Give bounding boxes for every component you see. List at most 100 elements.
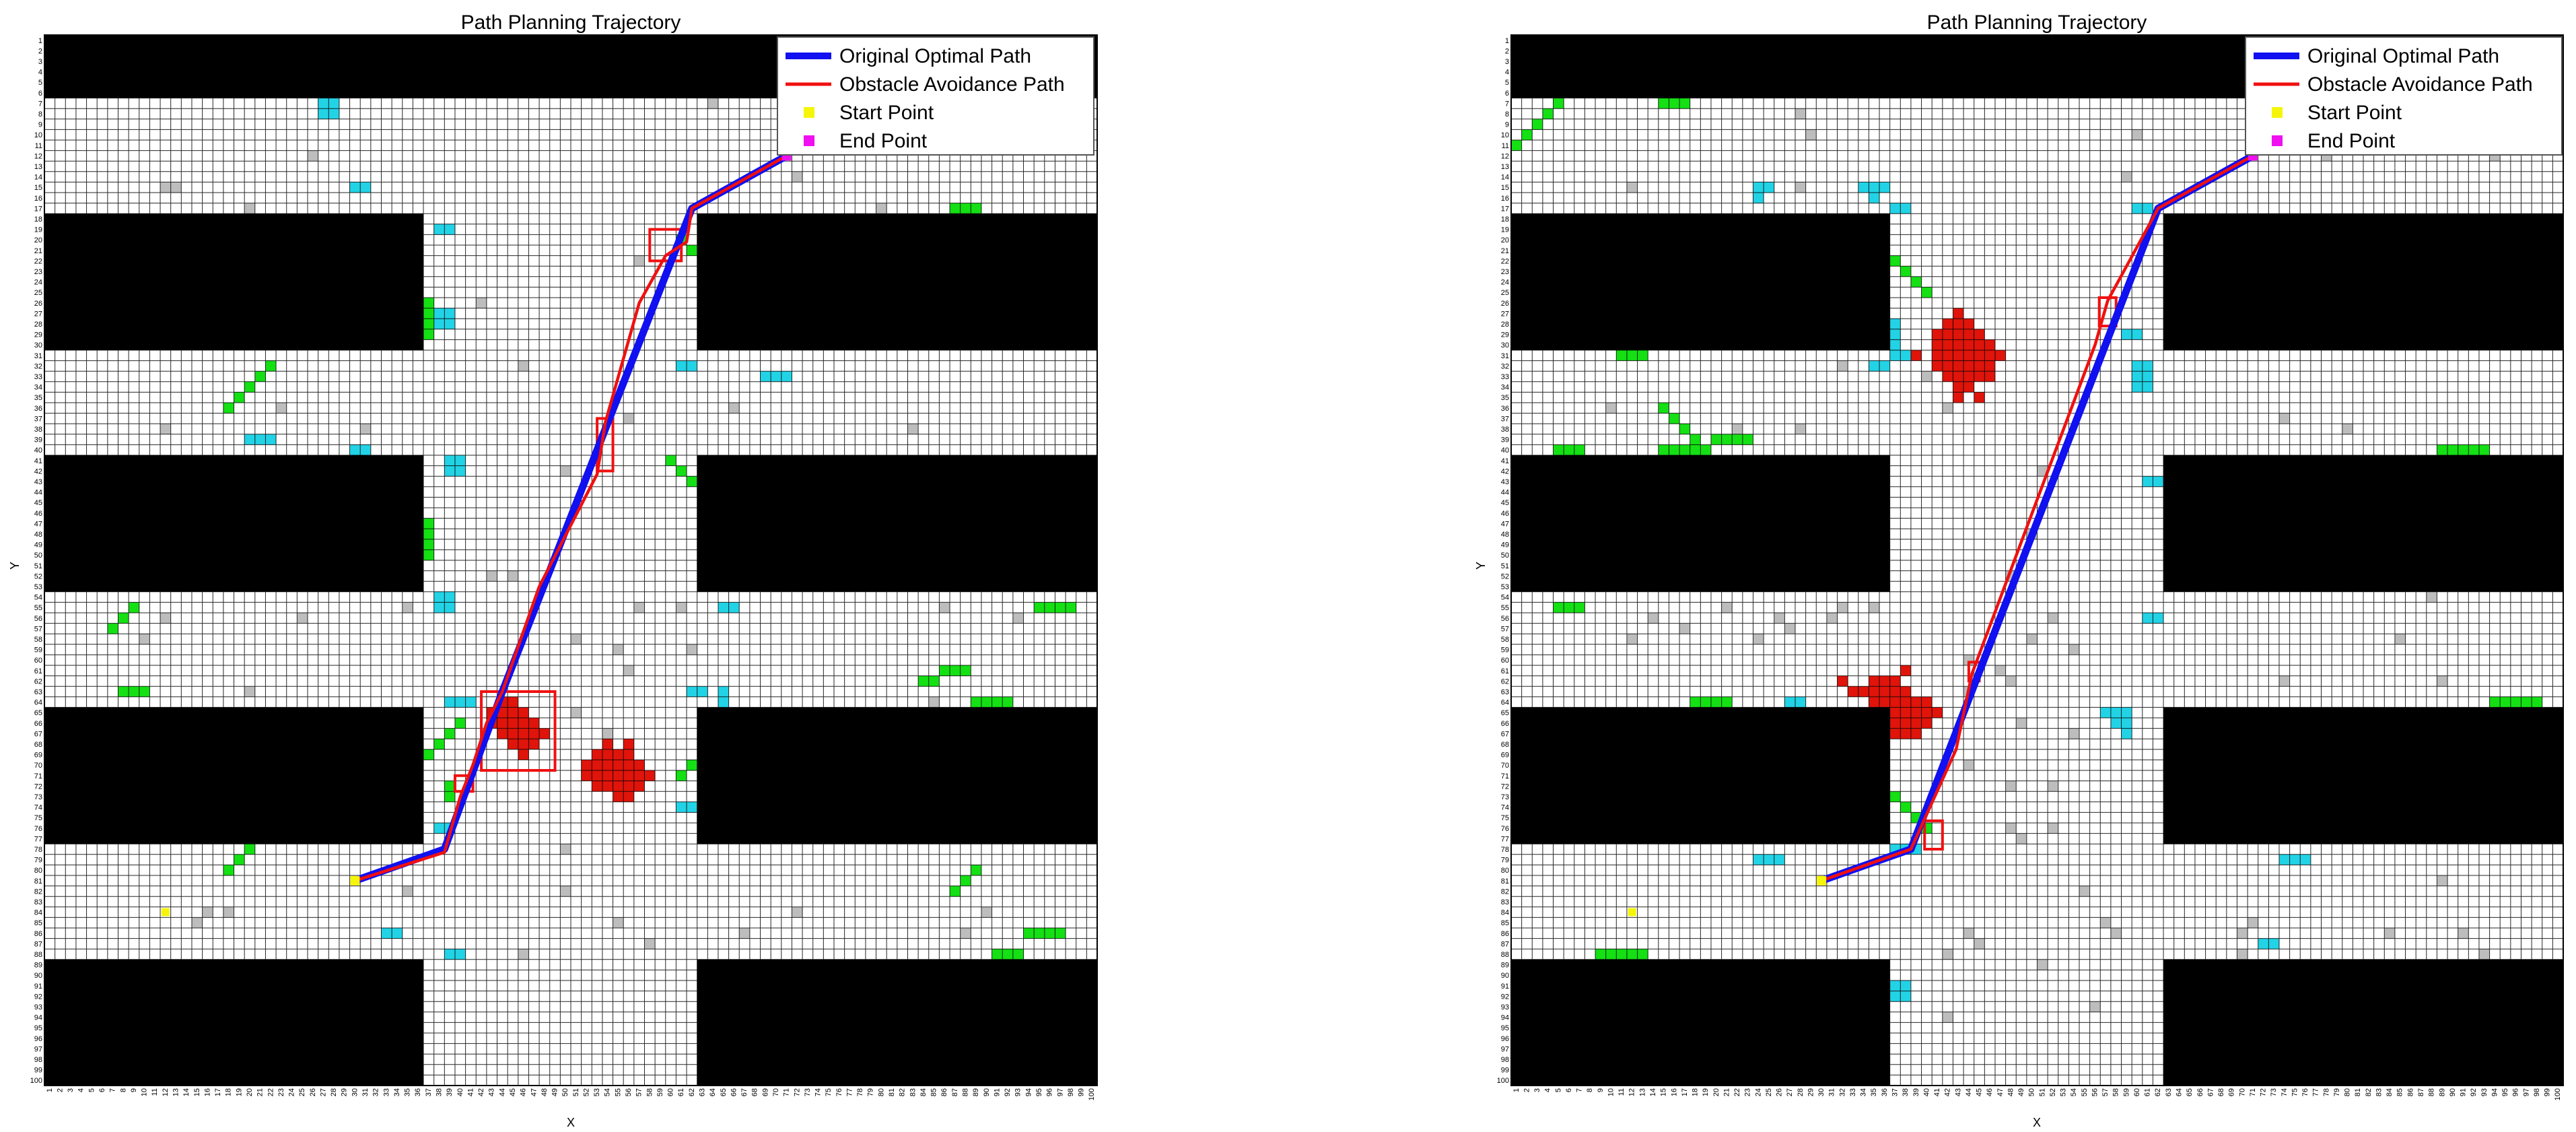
dynamic-obstacle-cell [1900, 696, 1911, 708]
x-tick-label: 37 [425, 1088, 433, 1096]
y-tick-label: 39 [34, 436, 42, 444]
static-obstacle-cell [602, 728, 613, 739]
start-point-marker [350, 875, 360, 886]
static-obstacle-cell [2384, 928, 2395, 939]
cyan-obstacle-cell [349, 444, 361, 455]
green-obstacle-cell [971, 696, 981, 708]
cyan-obstacle-cell [1889, 319, 1901, 329]
x-tick-label: 81 [2354, 1088, 2362, 1096]
y-tick-label: 88 [34, 951, 42, 959]
legend-label: End Point [2307, 130, 2396, 152]
x-tick-label: 92 [2470, 1088, 2478, 1096]
green-obstacle-cell [1700, 696, 1711, 708]
x-tick-label: 10 [1607, 1088, 1615, 1096]
cyan-obstacle-cell [465, 696, 477, 708]
cyan-obstacle-cell [2121, 728, 2132, 739]
static-obstacle-cell [1626, 634, 1638, 644]
y-tick-label: 8 [38, 110, 42, 119]
x-tick-label: 89 [972, 1088, 980, 1096]
y-tick-label: 70 [1501, 762, 1509, 770]
dynamic-obstacle-cell [1900, 718, 1911, 729]
y-tick-label: 48 [34, 531, 42, 539]
y-tick-label: 62 [1501, 677, 1509, 686]
green-obstacle-cell [1023, 928, 1035, 939]
cyan-obstacle-cell [1869, 182, 1880, 193]
x-tick-label: 51 [2038, 1088, 2046, 1096]
static-obstacle-cell [486, 570, 497, 582]
dynamic-obstacle-cell [539, 728, 550, 739]
cyan-obstacle-cell [2300, 854, 2311, 865]
cyan-obstacle-cell [444, 949, 455, 960]
cyan-obstacle-cell [2132, 203, 2143, 214]
static-obstacle-cell [1753, 634, 1764, 644]
legend-label: Original Optimal Path [839, 45, 1031, 67]
green-obstacle-cell [2478, 444, 2490, 455]
static-obstacle-cell [244, 686, 255, 697]
dynamic-obstacle-cell [518, 728, 529, 739]
dynamic-obstacle-cell [1889, 728, 1901, 739]
cyan-obstacle-cell [265, 434, 277, 445]
y-tick-label: 12 [34, 152, 42, 160]
green-obstacle-cell [1710, 696, 1722, 708]
y-tick-label: 56 [1501, 615, 1509, 623]
x-tick-label: 46 [520, 1088, 528, 1096]
y-tick-label: 2 [1505, 47, 1509, 55]
y-tick-label: 36 [1501, 405, 1509, 413]
dynamic-obstacle-cell [644, 770, 656, 781]
x-tick-label: 37 [1891, 1088, 1899, 1096]
static-obstacle-cell [707, 98, 718, 109]
y-tick-label: 25 [1501, 289, 1509, 297]
x-tick-label: 80 [2344, 1088, 2352, 1096]
obstacle-avoidance-path [1821, 154, 2254, 882]
y-tick-label: 76 [34, 825, 42, 833]
dynamic-obstacle-cell [1869, 696, 1880, 708]
x-tick-label: 40 [1922, 1088, 1930, 1096]
x-tick-label: 49 [551, 1088, 559, 1096]
y-tick-label: 19 [34, 226, 42, 234]
green-obstacle-cell [1732, 434, 1743, 445]
x-tick-label: 76 [2301, 1088, 2309, 1096]
dynamic-obstacle-cell [1879, 696, 1890, 708]
y-tick-label: 47 [34, 520, 42, 528]
static-obstacle-cell [202, 906, 213, 918]
dynamic-obstacle-cell [1942, 360, 1953, 372]
y-tick-label: 45 [1501, 499, 1509, 507]
y-tick-label: 57 [1501, 625, 1509, 633]
dynamic-obstacle-cell [581, 770, 592, 781]
y-tick-label: 67 [1501, 730, 1509, 738]
green-obstacle-cell [444, 791, 455, 802]
x-tick-label: 70 [2238, 1088, 2246, 1096]
y-tick-label: 2 [38, 47, 42, 55]
cyan-obstacle-cell [1879, 360, 1890, 372]
green-obstacle-cell [1637, 350, 1648, 361]
plot-border [1510, 34, 2564, 1086]
green-obstacle-cell [1616, 350, 1627, 361]
y-tick-label: 31 [1501, 352, 1509, 360]
dynamic-obstacle-cell [518, 718, 529, 729]
cyan-obstacle-cell [2110, 718, 2122, 729]
cyan-obstacle-cell [1753, 854, 1764, 865]
y-tick-label: 79 [1501, 857, 1509, 865]
static-obstacle-cell [191, 917, 203, 928]
x-tick-label: 68 [751, 1088, 759, 1096]
x-tick-label: 71 [783, 1088, 791, 1096]
y-tick-label: 64 [34, 699, 42, 707]
legend-swatch-start-point [2272, 107, 2283, 118]
y-tick-label: 82 [1501, 888, 1509, 896]
x-tick-label: 81 [888, 1088, 896, 1096]
x-tick-label: 54 [604, 1088, 612, 1096]
static-obstacle-cell [1795, 424, 1806, 434]
x-tick-label: 3 [1533, 1088, 1541, 1092]
static-obstacle-cell [2132, 129, 2143, 140]
cyan-obstacle-cell [1889, 991, 1901, 1002]
x-tick-label: 50 [2028, 1088, 2036, 1096]
y-tick-label: 23 [34, 268, 42, 276]
x-tick-label: 20 [246, 1088, 254, 1096]
green-obstacle-cell [2489, 696, 2501, 708]
static-obstacle-cell [2005, 780, 2017, 792]
green-obstacle-cell [2510, 696, 2521, 708]
dynamic-obstacle-cell [1921, 696, 1933, 708]
static-obstacle-cell [960, 928, 971, 939]
static-obstacle-cell [2237, 928, 2248, 939]
dynamic-obstacle-cell [1953, 350, 1964, 361]
